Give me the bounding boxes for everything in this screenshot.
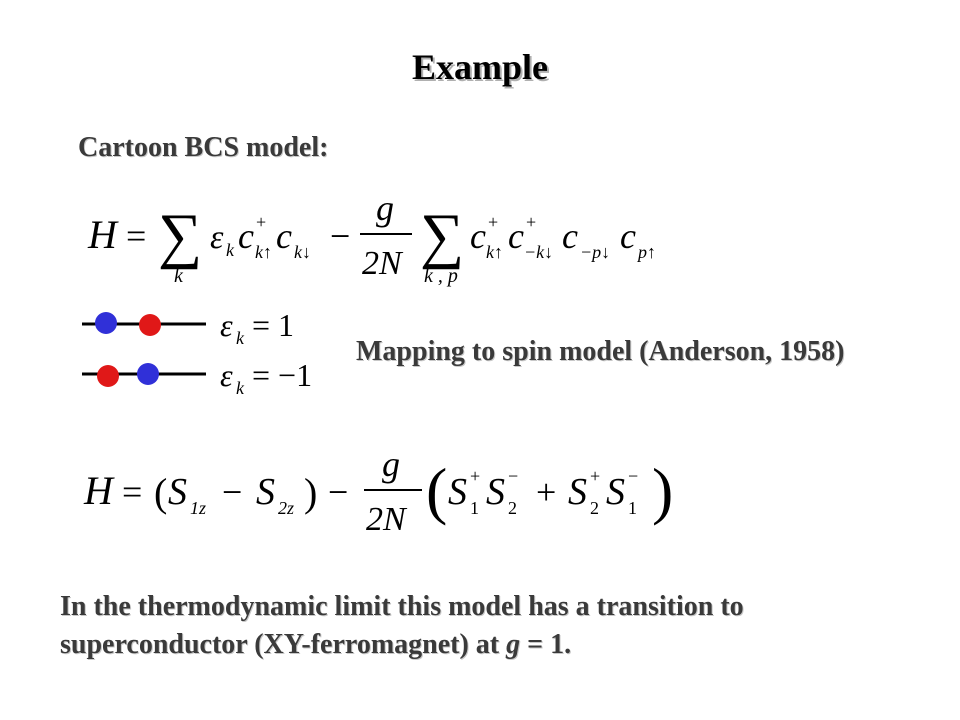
frac-numerator-g: g [376, 190, 394, 228]
c-mp-down-sub: −p↓ [580, 242, 610, 262]
c-k-down-sub: k↓ [294, 242, 311, 262]
c-k-down: c [276, 216, 292, 256]
c-dagger-k-up-2-sub: k↑ [486, 242, 503, 262]
sum-symbol-1: ∑ [158, 202, 202, 270]
spin-big-close-paren: ) [652, 455, 673, 526]
eq-lhs-h: H [87, 212, 119, 257]
lower-level-epsilon-sub: k [236, 378, 245, 398]
s1-plus-sup: + [470, 466, 480, 486]
c-dagger-mk-down-sub: −k↓ [524, 242, 553, 262]
s1-minus-sup: − [628, 466, 638, 486]
s2-plus-sup: + [590, 466, 600, 486]
c-mp-down: c [562, 216, 578, 256]
slide-title: Example [411, 47, 548, 87]
spin-minus-2: − [328, 472, 348, 512]
s1-minus: S [606, 471, 625, 513]
upper-red-electron [139, 314, 161, 336]
epsilon-k: ε [210, 219, 224, 256]
spin-frac-numerator: g [382, 444, 400, 484]
sum2-subscript: k , p [424, 265, 458, 287]
model-subtitle: Cartoon BCS model: [78, 132, 329, 163]
upper-level-value: = 1 [252, 307, 294, 343]
sum1-subscript: k [174, 265, 184, 287]
conclusion-g-symbol: g [506, 629, 521, 660]
spin-frac-denominator: 2N [366, 501, 408, 538]
spin-eq-equals: = [122, 472, 142, 512]
energy-level-diagram: ε k = 1 ε k = −1 [82, 307, 312, 398]
conclusion-line-1: In the thermodynamic limit this model ha… [60, 591, 744, 622]
s2-minus-sup: − [508, 466, 518, 486]
c-dagger-k-up-sup: + [256, 212, 266, 232]
lower-red-electron [97, 365, 119, 387]
upper-level-epsilon-sub: k [236, 328, 245, 348]
lower-level-epsilon: ε [220, 357, 233, 393]
s1-plus: S [448, 471, 467, 513]
s-1z-sub: 1z [190, 498, 206, 518]
conclusion-line-2-post: = 1. [520, 629, 572, 660]
s2-plus: S [568, 471, 587, 513]
spin-plus: + [536, 472, 556, 512]
epsilon-k-sub: k [226, 240, 235, 260]
c-dagger-k-up-2: c [470, 216, 486, 256]
upper-level-epsilon: ε [220, 307, 233, 343]
spin-big-open-paren: ( [426, 455, 447, 526]
spin-open-paren: ( [154, 470, 167, 515]
c-dagger-k-up-2-sup: + [488, 212, 498, 232]
c-dagger-mk-down-sup: + [526, 212, 536, 232]
s2-minus: S [486, 471, 505, 513]
s-1z: S [168, 471, 187, 513]
conclusion-line-2-pre: superconductor (XY-ferromagnet) at [60, 629, 507, 660]
c-p-up-sub: p↑ [636, 242, 656, 262]
bcs-hamiltonian-equation: H = ∑ k ε k c + k↑ c k↓ − g 2N ∑ k , p c… [87, 190, 656, 287]
upper-blue-electron [95, 312, 117, 334]
conclusion-line-2: superconductor (XY-ferromagnet) at g = 1… [60, 626, 744, 664]
s-2z: S [256, 471, 275, 513]
lower-level-value: = −1 [252, 357, 312, 393]
eq-equals: = [126, 216, 146, 256]
s2-plus-sub: 2 [590, 498, 599, 518]
frac-denominator-2n: 2N [362, 245, 404, 282]
spin-hamiltonian-equation: H = ( S 1z − S 2z ) − g 2N ( S + 1 S − 2… [83, 444, 673, 538]
sum-symbol-2: ∑ [420, 202, 464, 270]
lower-blue-electron [137, 363, 159, 385]
spin-minus-1: − [222, 472, 242, 512]
s-2z-sub: 2z [278, 498, 294, 518]
s1-plus-sub: 1 [470, 498, 479, 518]
c-dagger-k-up-sub: k↑ [255, 242, 272, 262]
mapping-note: Mapping to spin model (Anderson, 1958) [356, 336, 845, 367]
c-p-up: c [620, 216, 636, 256]
eq-minus: − [330, 216, 350, 256]
s1-minus-sub: 1 [628, 498, 637, 518]
c-dagger-k-up: c [238, 216, 254, 256]
conclusion-text: In the thermodynamic limit this model ha… [60, 588, 744, 664]
c-dagger-mk-down: c [508, 216, 524, 256]
spin-eq-lhs-h: H [83, 468, 115, 513]
s2-minus-sub: 2 [508, 498, 517, 518]
spin-close-paren: ) [304, 470, 317, 515]
